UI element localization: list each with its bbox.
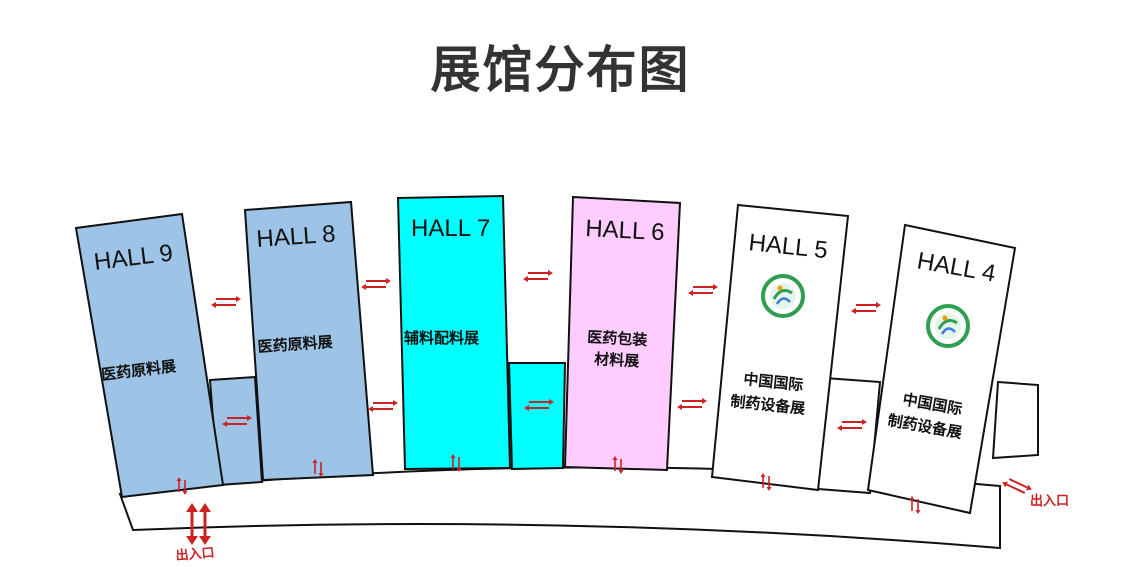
hall-8[interactable]: HALL 8 医药原料展 bbox=[243, 200, 375, 482]
double-arrow-icon bbox=[210, 295, 242, 309]
double-arrow-icon bbox=[367, 399, 399, 413]
hall-7[interactable]: HALL 7 辅料配料展 bbox=[396, 194, 512, 471]
entrance-arrow-icon bbox=[186, 503, 211, 545]
hall-6-desc-line2: 材料展 bbox=[594, 350, 640, 370]
hall-6-name: HALL 6 bbox=[585, 215, 665, 246]
corridor bbox=[118, 466, 1001, 550]
hall-8-desc: 医药原料展 bbox=[257, 333, 333, 356]
double-arrow-icon bbox=[687, 283, 719, 297]
hall-4[interactable]: HALL 4 中国国际 制药设备展 bbox=[866, 223, 1017, 515]
double-arrow-icon bbox=[850, 301, 882, 315]
hall-7-desc: 辅料配料展 bbox=[404, 329, 479, 347]
double-arrow-icon bbox=[360, 277, 392, 291]
hall-7-name: HALL 7 bbox=[411, 215, 490, 242]
hall-9[interactable]: HALL 9 医药原料展 bbox=[74, 212, 225, 499]
entrance-arrow-icon bbox=[1002, 478, 1032, 494]
china-pharm-logo-icon bbox=[761, 274, 805, 318]
hall-6-desc-line1: 医药包装 bbox=[587, 328, 649, 349]
double-arrow-icon bbox=[522, 269, 554, 283]
page-title: 展馆分布图 bbox=[430, 41, 691, 99]
double-arrow-icon bbox=[676, 397, 708, 411]
china-pharm-logo-icon bbox=[926, 304, 970, 348]
hall-8-name: HALL 8 bbox=[256, 221, 337, 253]
hall-6[interactable]: HALL 6 医药包装 材料展 bbox=[563, 195, 682, 472]
exit-label-right: 出入口 bbox=[1030, 493, 1069, 509]
hall-5[interactable]: HALL 5 中国国际 制药设备展 bbox=[710, 203, 850, 492]
connector-7-6 bbox=[507, 362, 567, 471]
connector-4-exit bbox=[991, 380, 1039, 460]
exit-label-left: 出入口 bbox=[175, 545, 215, 564]
